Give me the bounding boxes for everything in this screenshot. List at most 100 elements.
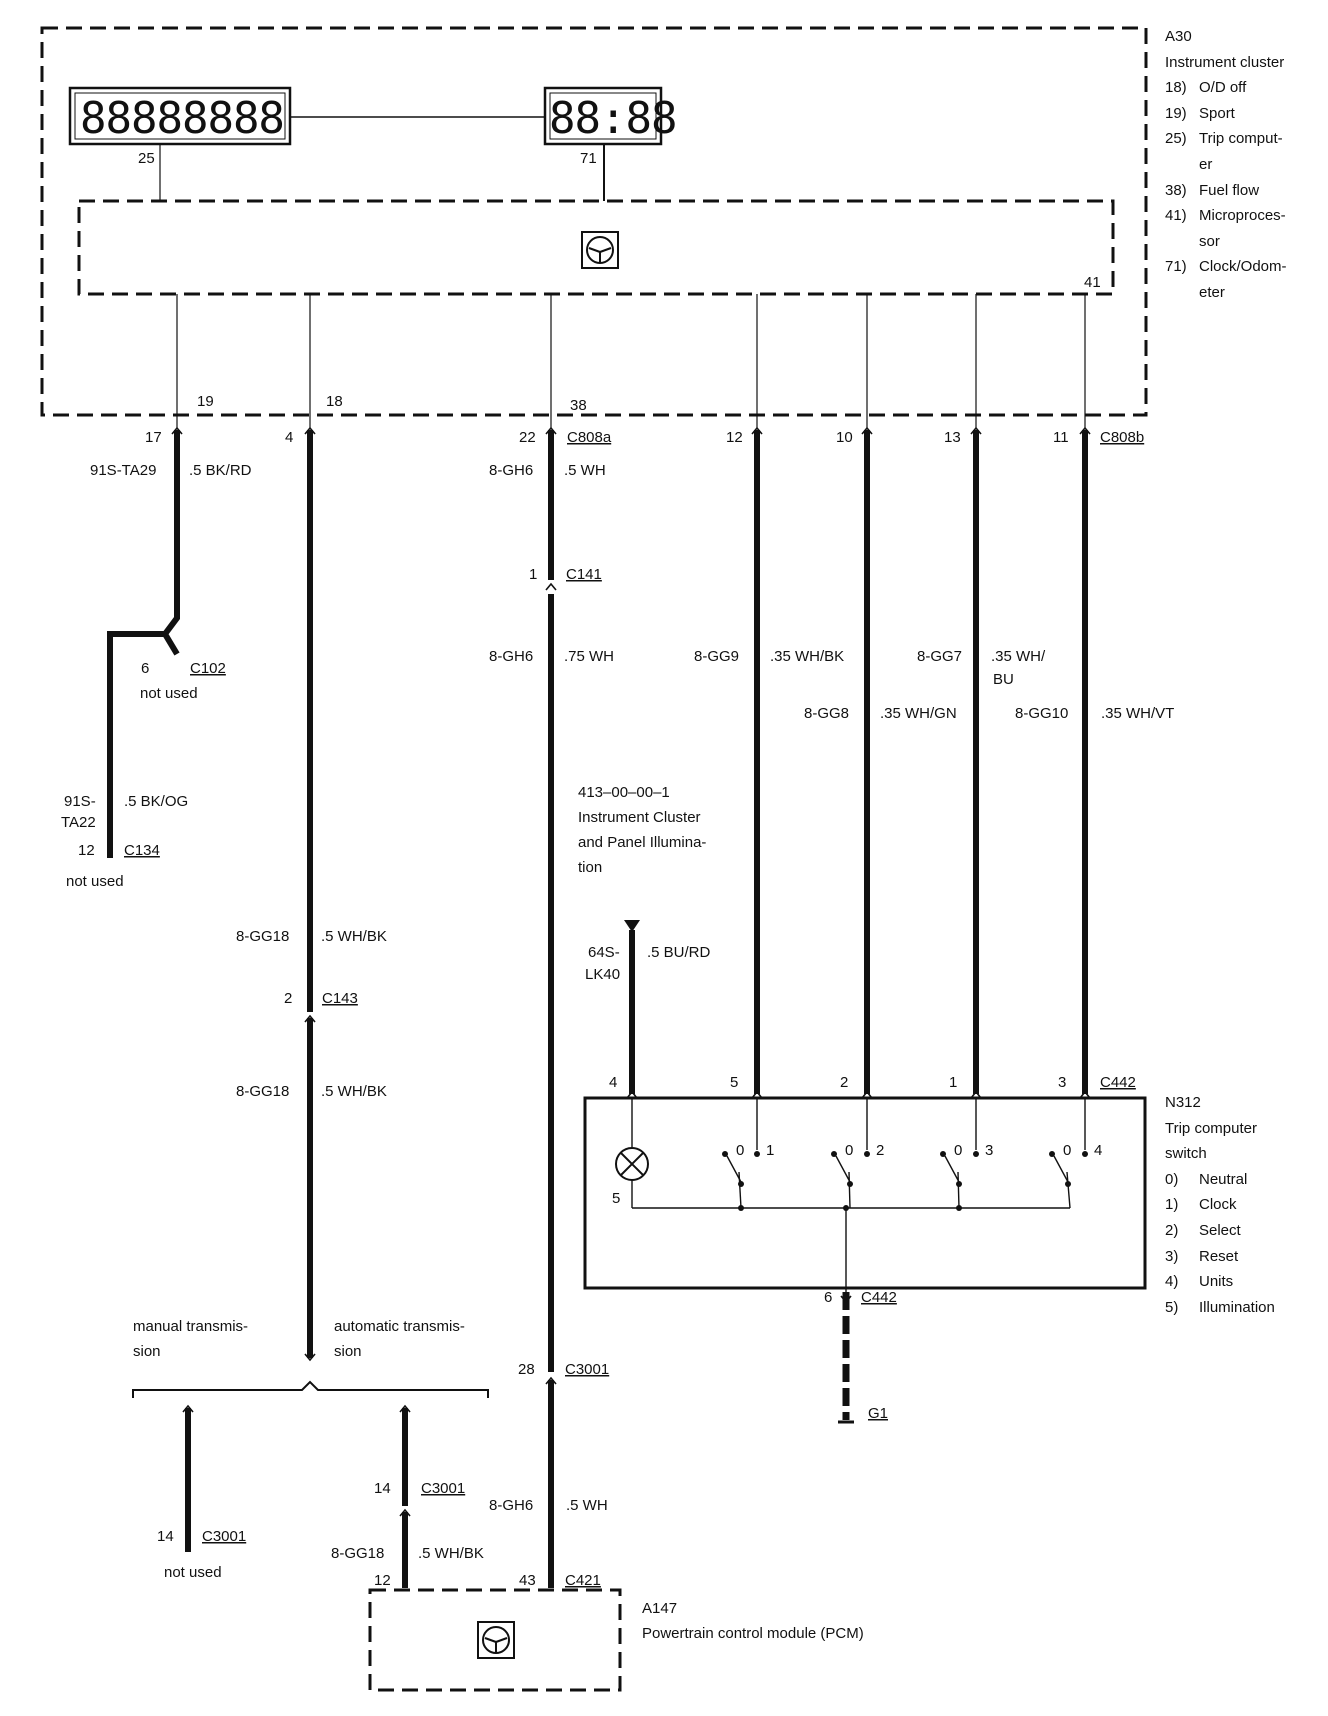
legend-text: Clock/Odom-eter [1199, 258, 1287, 301]
pin-label: 22 [519, 429, 536, 446]
connector-ticks [171, 426, 1091, 1517]
legend-item: 41) Microproces-sor [1165, 203, 1287, 254]
wire-code: 8-GG10 [1015, 705, 1068, 722]
wire-size: .5 WH [564, 462, 606, 479]
contact-label: 0 [954, 1142, 962, 1159]
legend-item: 38)Fuel flow [1165, 178, 1287, 204]
wire-code: 8-GH6 [489, 1497, 533, 1514]
cluster-name: Instrument cluster [1165, 53, 1285, 71]
pin-label: 13 [944, 429, 961, 446]
wire-size: .35 WH/GN [880, 705, 957, 722]
wire-code: 8-GG18 [236, 928, 289, 945]
contact-label: 2 [876, 1142, 884, 1159]
legend-item: 0) Neutral [1165, 1167, 1287, 1193]
legend-text: Illumination [1199, 1298, 1275, 1316]
wires [107, 430, 1088, 1588]
trip-display [68, 86, 292, 146]
contact-label: 4 [1094, 1142, 1102, 1159]
legend-num: 0) [1165, 1170, 1179, 1188]
contact-label: 1 [766, 1142, 774, 1159]
switch-internal-wiring [631, 1098, 1086, 1292]
legend-item: 19)Sport [1165, 101, 1287, 127]
pin-label: 3 [1058, 1074, 1066, 1091]
wire-code: 8-GH6 [489, 648, 533, 665]
legend-num: 1) [1165, 1196, 1179, 1214]
legend-num: 3) [1165, 1247, 1179, 1265]
wire-size: BU [993, 671, 1014, 688]
connector-label: C134 [124, 842, 160, 859]
pin-label: 5 [612, 1190, 620, 1207]
legend-num: 4) [1165, 1273, 1179, 1291]
pin-label: 28 [518, 1361, 535, 1378]
legend-text: Reset [1199, 1247, 1239, 1265]
legend-text: Neutral [1199, 1170, 1248, 1188]
legend-item: 4)Units [1165, 1269, 1287, 1295]
connector-label: C442 [1100, 1074, 1136, 1091]
legend-item: 71)Clock/Odom-eter [1165, 254, 1287, 305]
legend-item: 18)O/D off [1165, 75, 1287, 101]
connector-label: C808a [567, 429, 612, 446]
legend-text: Microproces-sor [1199, 207, 1286, 250]
pin-label: 12 [374, 1572, 391, 1589]
wire-code: 8-GG8 [804, 705, 849, 722]
legend-item: 1)Clock [1165, 1192, 1287, 1218]
legend-text: Fuel flow [1199, 181, 1260, 199]
wire-size: .5 WH/BK [418, 1545, 484, 1562]
pin-label: 4 [285, 429, 293, 446]
pin-label: 12 [78, 842, 95, 859]
cluster-outline [40, 26, 1148, 417]
pin-label: 17 [145, 429, 162, 446]
legend-num: 25) [1165, 130, 1187, 148]
connector-label: C141 [566, 566, 602, 583]
microprocessor-icon-circle [586, 236, 614, 264]
pin-label: 2 [284, 990, 292, 1007]
wire-size: .75 WH [564, 648, 614, 665]
legend-num: 41) [1165, 207, 1187, 225]
note-label: not used [140, 685, 198, 702]
clock-display-inner [549, 92, 657, 140]
legend-text: Sport [1199, 104, 1235, 122]
transmission-label: automatic transmis- [334, 1318, 465, 1335]
pin-label: 38 [570, 397, 587, 414]
wire-size: .5 WH/BK [321, 1083, 387, 1100]
wire-size: .35 WH/ [991, 648, 1046, 665]
wire-size: .5 BU/RD [647, 944, 711, 961]
pin-label: 18 [326, 393, 343, 410]
legend-item: 25)Trip comput-er [1165, 126, 1287, 177]
reference-number: 413–00–00–1 [578, 784, 670, 801]
connector-label: C143 [322, 990, 358, 1007]
legend-num: 5) [1165, 1298, 1179, 1316]
wire-code: 64S- [588, 944, 620, 961]
note-label: not used [66, 873, 124, 890]
pcm-id: A147 [642, 1600, 677, 1617]
transmission-bracket [132, 1380, 489, 1398]
wire-size: .5 BK/OG [124, 793, 188, 810]
wire-code: 8-GG18 [331, 1545, 384, 1562]
switch-contacts [722, 1151, 1088, 1211]
connector-label: C421 [565, 1572, 601, 1589]
ground-label: G1 [868, 1405, 888, 1422]
pcm-name: Powertrain control module (PCM) [642, 1625, 864, 1642]
pin-label: 71 [580, 150, 597, 167]
wire-size: .5 WH [566, 1497, 608, 1514]
wire-size: .5 BK/RD [189, 462, 252, 479]
microprocessor-icon-mark [588, 247, 612, 262]
splice-symbol [624, 920, 640, 932]
legend-item: 5) Illumination [1165, 1295, 1287, 1321]
wire-code: 8-GG7 [917, 648, 962, 665]
trip-display-inner [74, 92, 286, 140]
connector-label: C3001 [565, 1361, 609, 1378]
connector-label: C3001 [421, 1480, 465, 1497]
pin-label: 12 [726, 429, 743, 446]
wire-code: 8-GH6 [489, 462, 533, 479]
cluster-id: A30 [1165, 28, 1192, 45]
pin-label: 43 [519, 1572, 536, 1589]
clock-display-digits: 88:88 [549, 93, 676, 144]
connector-label: C3001 [202, 1528, 246, 1545]
c102-spur [162, 632, 180, 656]
microprocessor-icon [581, 231, 619, 269]
wire-code: 91S-TA29 [90, 462, 156, 479]
reference-title: and Panel Illumina- [578, 834, 706, 851]
legend-num: 2) [1165, 1221, 1179, 1239]
pcm-icon-circle [482, 1626, 510, 1654]
